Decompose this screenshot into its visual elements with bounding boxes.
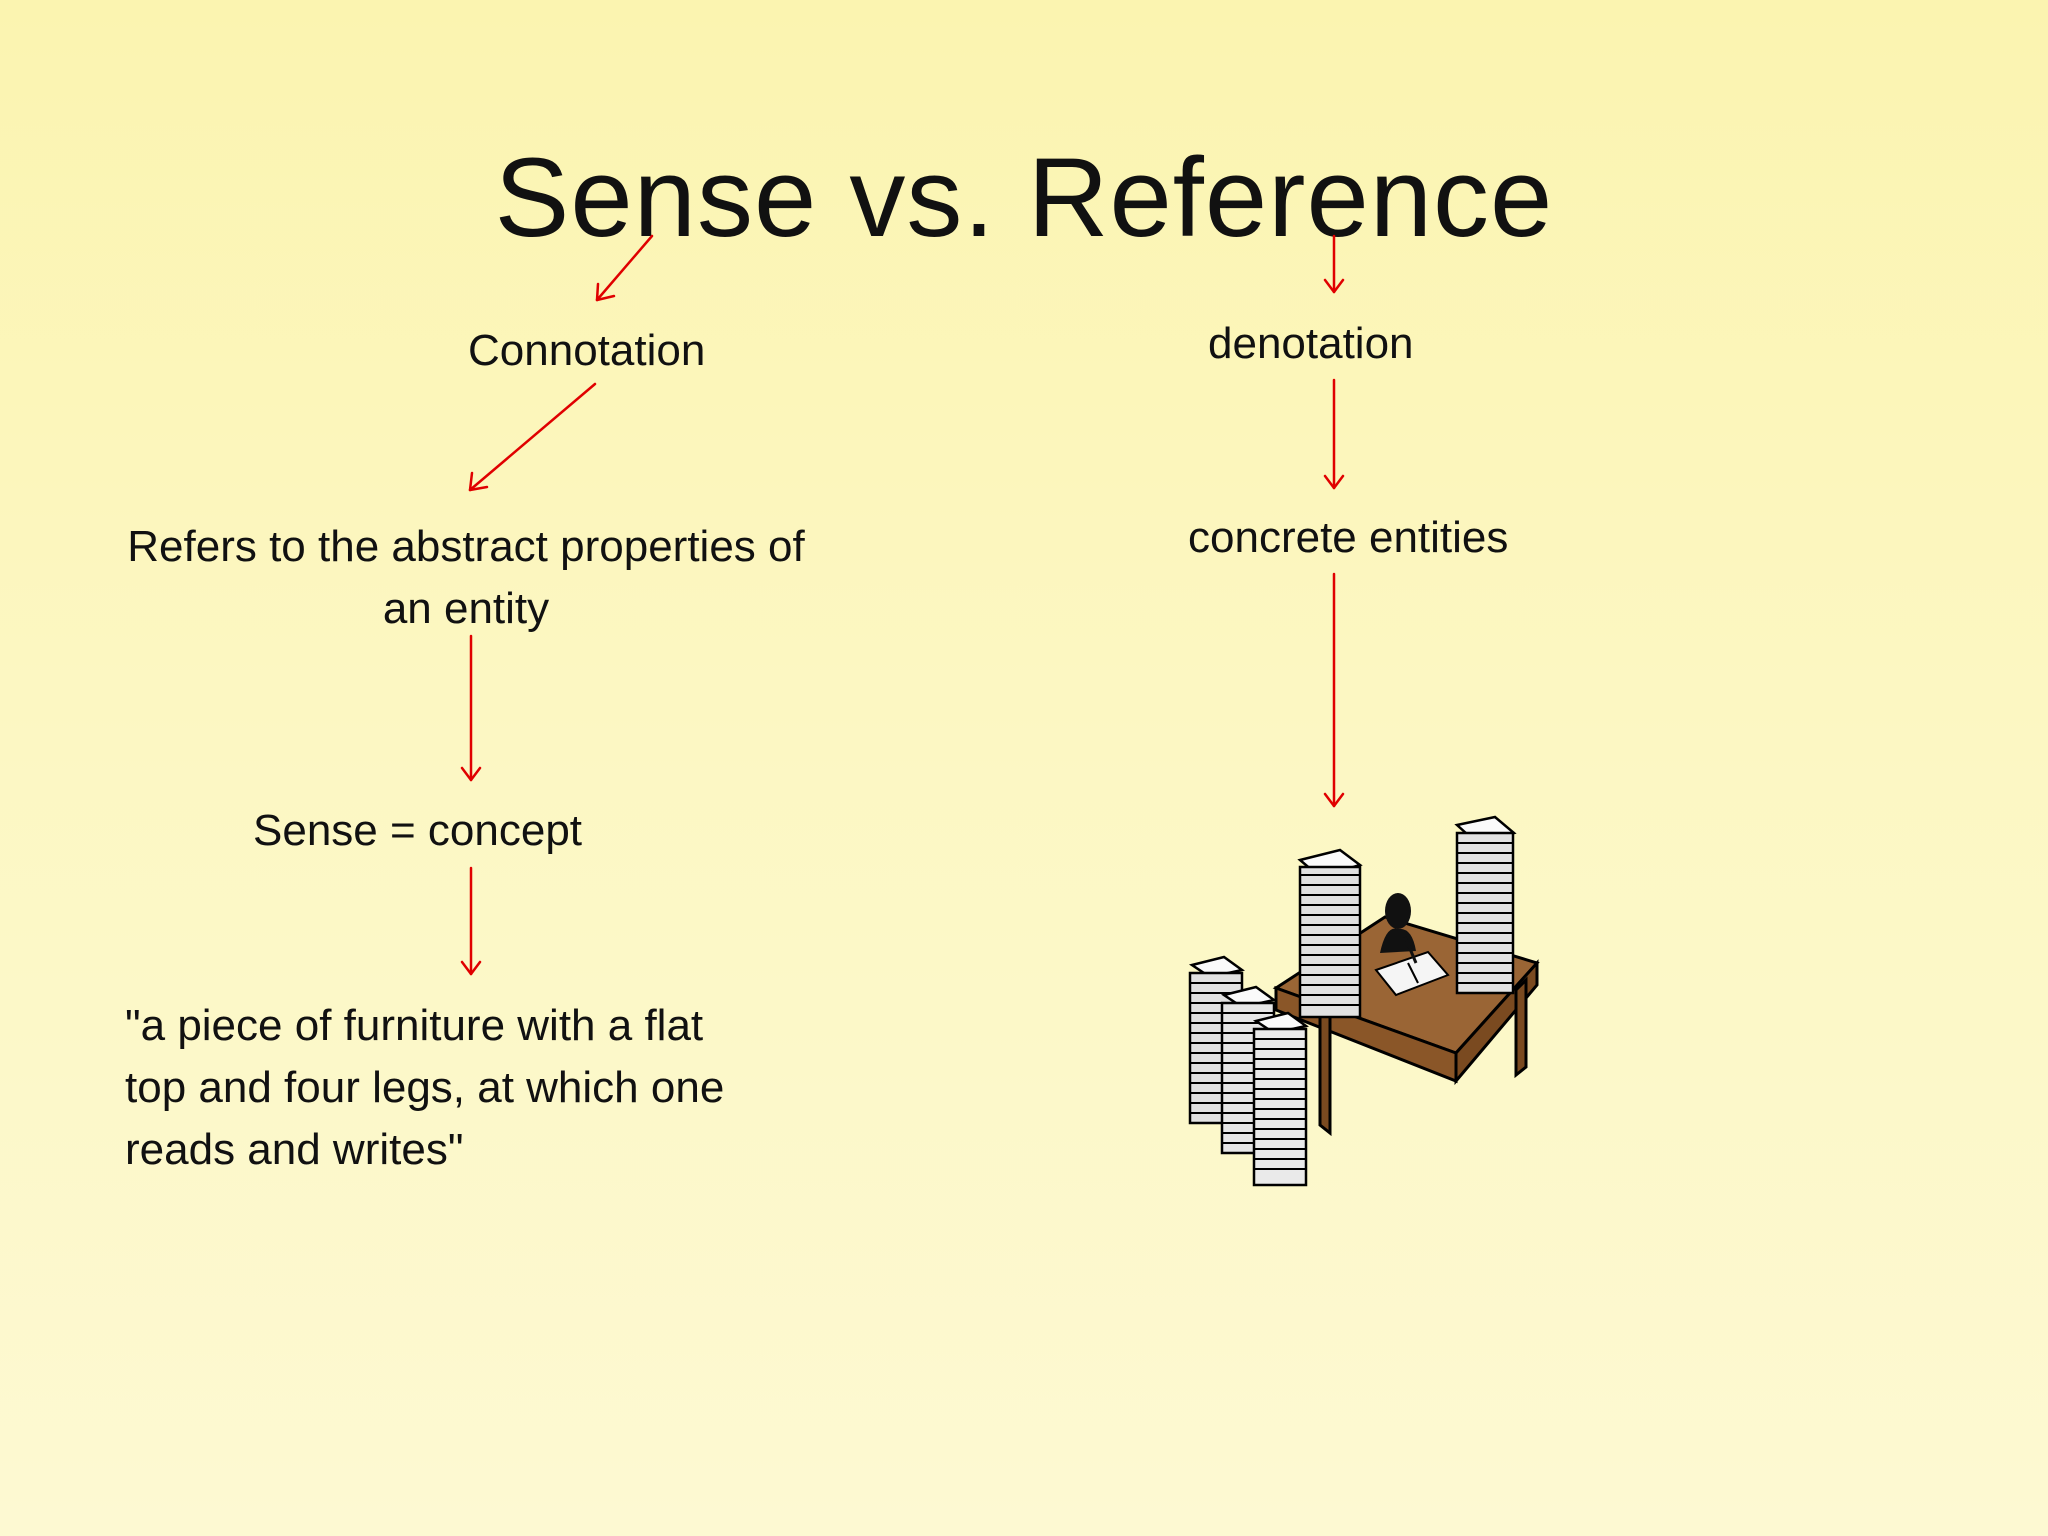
desk-with-paper-stacks-icon	[1188, 815, 1540, 1187]
arrow-concrete-to-illustration	[1323, 572, 1345, 808]
arrow-denotation-to-concrete	[1323, 378, 1345, 490]
slide-title: Sense vs. Reference	[494, 135, 1554, 260]
arrow-refers-to-sense	[460, 634, 482, 782]
abstract-properties-text: Refers to the abstract properties of an …	[127, 522, 805, 633]
arrow-sense-to-definition	[460, 866, 482, 976]
denotation-label: denotation	[1208, 319, 1414, 368]
arrow-connotation-to-refers	[468, 382, 597, 492]
connotation-label: Connotation	[468, 326, 706, 375]
sense-concept-label: Sense = concept	[253, 806, 583, 855]
definition-quote: "a piece of furniture with a flat top an…	[125, 1001, 725, 1174]
concrete-entities-label: concrete entities	[1188, 513, 1509, 562]
